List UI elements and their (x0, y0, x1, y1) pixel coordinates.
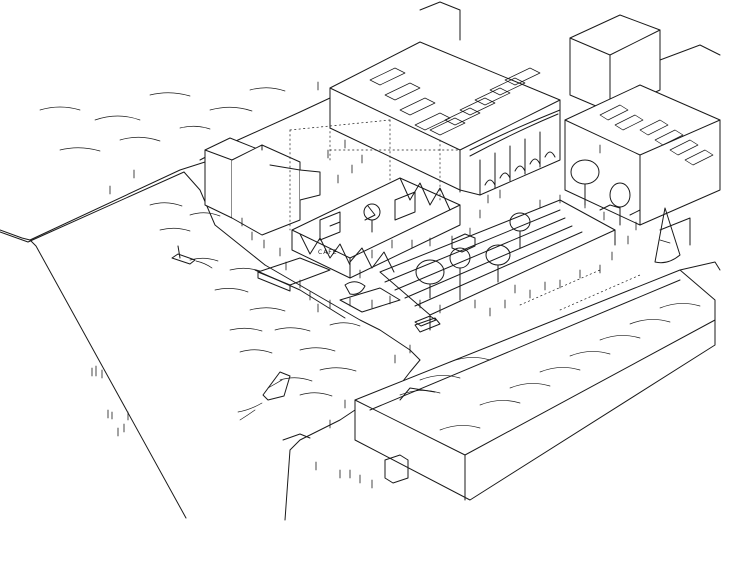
building-left-shed (204, 137, 321, 236)
people-figures (91, 79, 637, 489)
boat-small (171, 245, 213, 269)
quay-edges (0, 97, 421, 521)
tent-cone (654, 207, 681, 264)
site-dashed-lines (289, 99, 641, 311)
pavilion-sign-text: CAFE (318, 249, 338, 256)
boat-large (237, 371, 291, 421)
trees (363, 159, 631, 301)
bench (414, 315, 437, 327)
pavilion-cafe: CAFE (291, 177, 461, 279)
building-arched-hall (329, 41, 561, 196)
vehicle (451, 233, 476, 253)
building-top-right (419, 1, 721, 246)
water-ripples (39, 87, 361, 397)
building-lower-shed (354, 261, 721, 501)
